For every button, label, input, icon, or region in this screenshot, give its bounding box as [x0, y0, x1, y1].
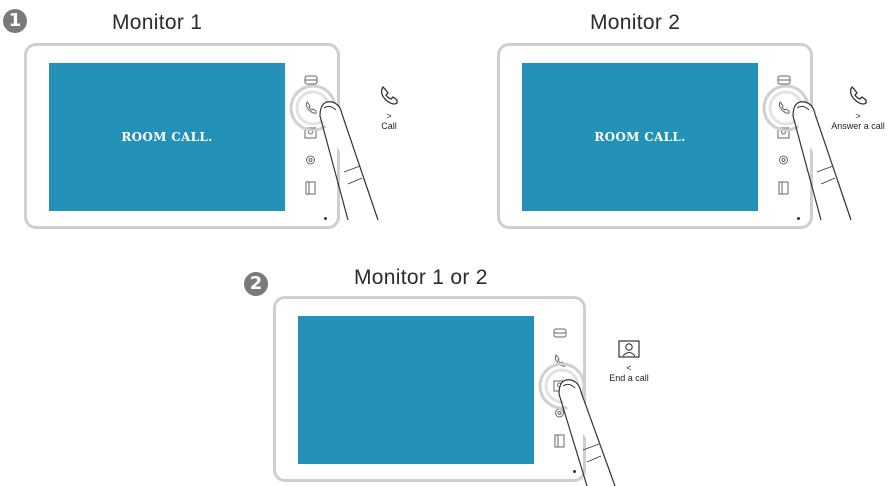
monitor-1-screen: ROOM CALL. [49, 63, 285, 211]
monitor-2-screen-text: ROOM CALL. [594, 130, 686, 144]
hand-pointer-icon [792, 101, 852, 221]
monitor-1-or-2-led [573, 470, 576, 473]
monitor-2-led [797, 217, 800, 220]
monitor-1-led [324, 217, 327, 220]
intercom-icon [553, 328, 567, 338]
monitor-2-title: Monitor 2 [590, 11, 681, 34]
door-icon [778, 181, 789, 195]
action-answer: > Answer a call [828, 84, 888, 131]
gear-icon [306, 155, 315, 165]
monitor-2: ROOM CALL. [497, 43, 813, 229]
action-label-end-call: End a call [609, 373, 649, 383]
action-caret: > [386, 111, 392, 121]
monitor-2-screen: ROOM CALL. [522, 63, 758, 211]
monitor-2-side-buttons [777, 75, 791, 195]
phone-icon [554, 354, 566, 367]
action-end-call: < End a call [606, 340, 652, 383]
action-caret: < [626, 363, 632, 373]
person-frame-icon [618, 340, 640, 358]
phone-icon [778, 101, 790, 114]
phone-icon [305, 101, 317, 114]
step-2-badge: 2 [244, 272, 268, 296]
intercom-icon [777, 75, 791, 85]
action-label-answer: Answer a call [831, 121, 885, 131]
monitor-1-or-2-title: Monitor 1 or 2 [354, 266, 488, 289]
phone-icon [849, 85, 867, 105]
monitor-1-title: Monitor 1 [112, 11, 203, 34]
hand-pointer-icon [558, 379, 616, 486]
door-icon [305, 181, 316, 195]
gear-icon [779, 155, 788, 165]
monitor-1-or-2-screen [298, 316, 534, 464]
hand-pointer-icon [319, 101, 379, 221]
monitor-1-screen-text: ROOM CALL. [121, 130, 213, 144]
phone-icon [380, 85, 398, 105]
door-icon [554, 434, 565, 448]
action-caret: > [855, 111, 861, 121]
monitor-1: ROOM CALL. [24, 43, 340, 229]
intercom-icon [304, 75, 318, 85]
action-label-call: Call [381, 121, 397, 131]
step-1-badge: 1 [3, 9, 27, 33]
action-call: > Call [374, 84, 404, 131]
monitor-1-or-2 [273, 296, 586, 482]
